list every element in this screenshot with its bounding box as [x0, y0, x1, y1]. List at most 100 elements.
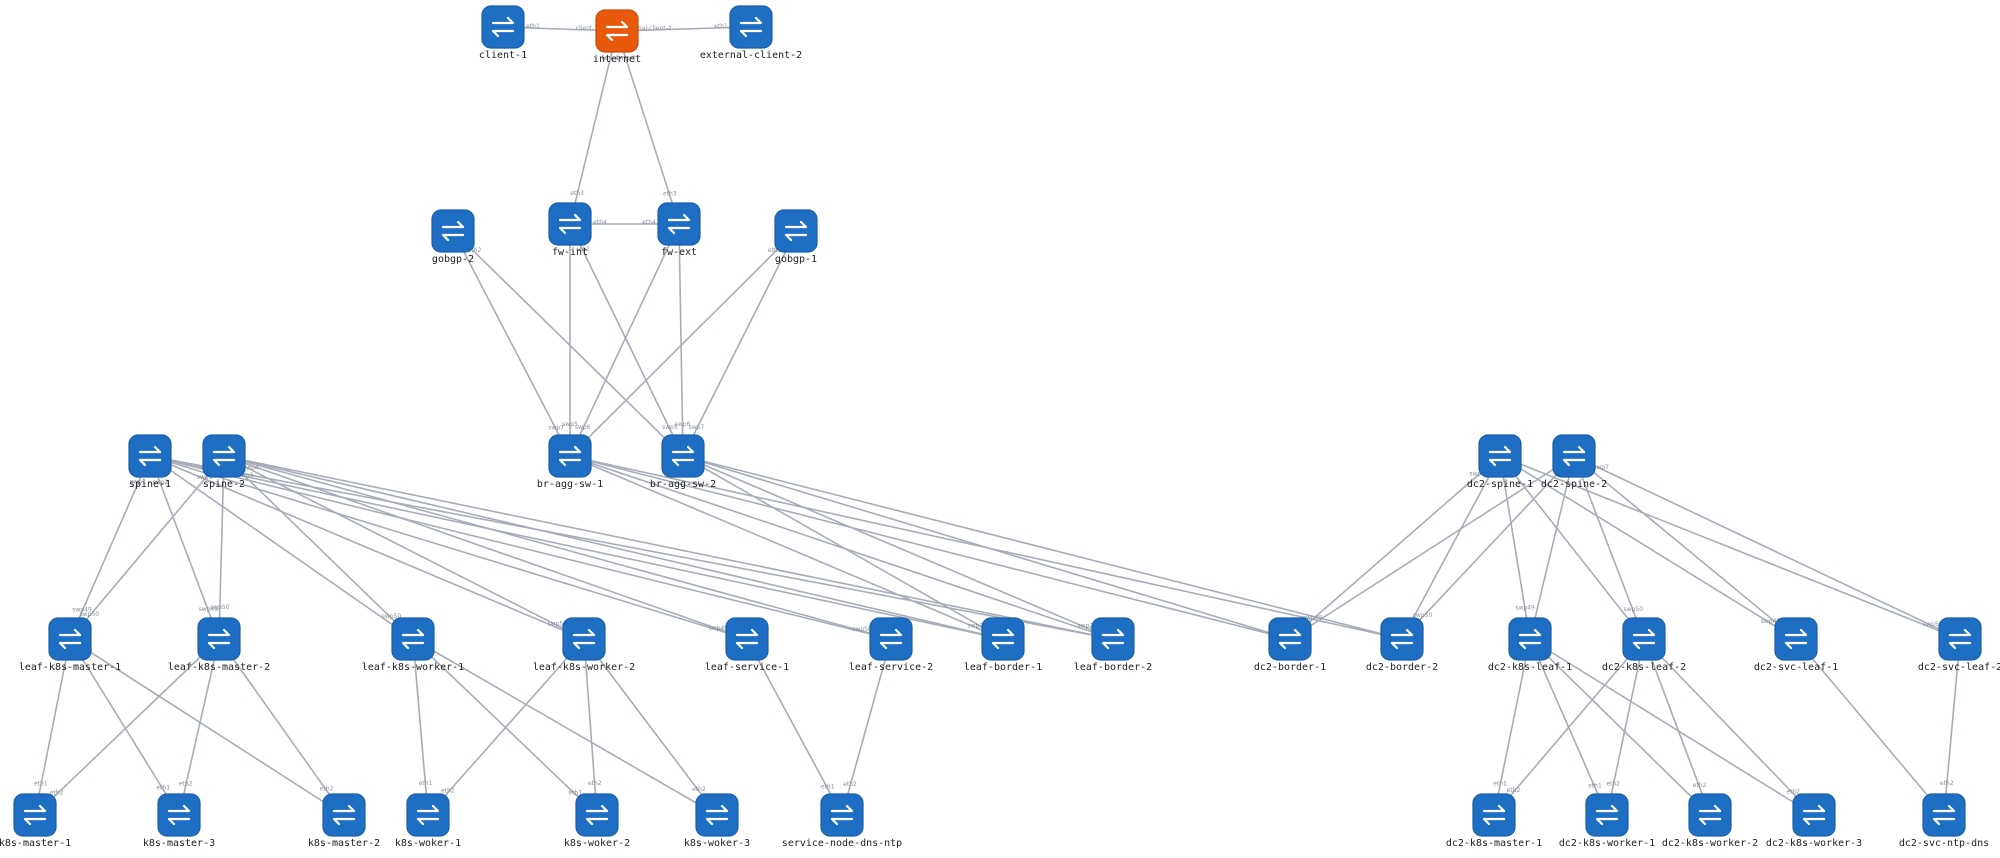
- node-leaf-border-2[interactable]: leaf-border-2: [1074, 617, 1152, 673]
- node-box[interactable]: [406, 793, 450, 837]
- node-leaf-service-1[interactable]: leaf-service-1: [705, 617, 789, 673]
- node-box[interactable]: [1922, 793, 1966, 837]
- node-service-node-dns-ntp[interactable]: service-node-dns-ntp: [782, 793, 902, 849]
- port-label: eth1: [1493, 781, 1507, 788]
- node-box[interactable]: [1268, 617, 1312, 661]
- node-box[interactable]: [774, 209, 818, 253]
- node-box[interactable]: [431, 209, 475, 253]
- node-box[interactable]: [595, 9, 639, 53]
- node-leaf-k8s-worker-1[interactable]: leaf-k8s-worker-1: [362, 617, 464, 673]
- node-dc2-k8s-master-1[interactable]: dc2-k8s-master-1: [1446, 793, 1542, 849]
- node-k8s-woker-1[interactable]: k8s-woker-1: [395, 793, 461, 849]
- node-dc2-border-2[interactable]: dc2-border-2: [1366, 617, 1438, 673]
- node-box[interactable]: [1380, 617, 1424, 661]
- node-box[interactable]: [13, 793, 57, 837]
- node-dc2-k8s-worker-1[interactable]: dc2-k8s-worker-1: [1559, 793, 1655, 849]
- node-client-1[interactable]: client-1: [479, 5, 527, 61]
- link-spine-1-to-leaf-k8s-worker-1: [149, 455, 414, 640]
- node-box[interactable]: [548, 202, 592, 246]
- node-box[interactable]: [202, 434, 246, 478]
- link-fw-ext-to-br-agg-sw-1: [569, 223, 680, 457]
- port-label: swp6: [575, 424, 591, 431]
- node-box[interactable]: [1478, 434, 1522, 478]
- node-external-client-2[interactable]: external-client-2: [700, 5, 802, 61]
- switch-arrows-icon: [1278, 628, 1302, 650]
- node-box[interactable]: [562, 617, 606, 661]
- port-label: external-client-2: [622, 25, 671, 32]
- node-dc2-k8s-worker-2[interactable]: dc2-k8s-worker-2: [1662, 793, 1758, 849]
- node-box[interactable]: [981, 617, 1025, 661]
- node-k8s-woker-3[interactable]: k8s-woker-3: [684, 793, 750, 849]
- node-label: spine-2: [203, 479, 245, 490]
- node-dc2-k8s-worker-3[interactable]: dc2-k8s-worker-3: [1766, 793, 1862, 849]
- switch-arrows-icon: [23, 804, 47, 826]
- port-label: eth2: [1507, 787, 1521, 794]
- switch-arrows-icon: [1698, 804, 1722, 826]
- node-box[interactable]: [157, 793, 201, 837]
- node-leaf-k8s-worker-2[interactable]: leaf-k8s-worker-2: [533, 617, 635, 673]
- node-leaf-k8s-master-1[interactable]: leaf-k8s-master-1: [19, 617, 121, 673]
- node-box[interactable]: [725, 617, 769, 661]
- node-box[interactable]: [820, 793, 864, 837]
- node-fw-int[interactable]: fw-int: [548, 202, 592, 258]
- node-gobgp-1[interactable]: gobgp-1: [774, 209, 818, 265]
- port-label: swp50: [1413, 612, 1433, 619]
- node-label: dc2-spine-1: [1467, 479, 1533, 490]
- node-gobgp-2[interactable]: gobgp-2: [431, 209, 475, 265]
- node-box[interactable]: [1091, 617, 1135, 661]
- node-br-agg-sw-2[interactable]: br-agg-sw-2: [650, 434, 716, 490]
- node-dc2-k8s-leaf-1[interactable]: dc2-k8s-leaf-1: [1488, 617, 1572, 673]
- node-box[interactable]: [48, 617, 92, 661]
- node-box[interactable]: [575, 793, 619, 837]
- node-box[interactable]: [1792, 793, 1836, 837]
- link-dc2-spine-2-to-dc2-svc-leaf-2: [1573, 455, 1961, 640]
- node-dc2-svc-leaf-1[interactable]: dc2-svc-leaf-1: [1754, 617, 1838, 673]
- links-layer: [34, 26, 1961, 816]
- node-box[interactable]: [869, 617, 913, 661]
- node-dc2-border-1[interactable]: dc2-border-1: [1254, 617, 1326, 673]
- node-box[interactable]: [1622, 617, 1666, 661]
- node-box[interactable]: [322, 793, 366, 837]
- node-dc2-svc-ntp-dns[interactable]: dc2-svc-ntp-dns: [1899, 793, 1989, 849]
- node-box[interactable]: [1508, 617, 1552, 661]
- node-k8s-master-2[interactable]: k8s-master-2: [308, 793, 380, 849]
- node-box[interactable]: [1472, 793, 1516, 837]
- switch-arrows-icon: [1482, 804, 1506, 826]
- node-box[interactable]: [1552, 434, 1596, 478]
- node-spine-1[interactable]: spine-1: [128, 434, 172, 490]
- node-box[interactable]: [657, 202, 701, 246]
- node-box[interactable]: [661, 434, 705, 478]
- node-box[interactable]: [197, 617, 241, 661]
- node-box[interactable]: [1938, 617, 1982, 661]
- node-br-agg-sw-1[interactable]: br-agg-sw-1: [537, 434, 603, 490]
- node-spine-2[interactable]: spine-2: [202, 434, 246, 490]
- link-dc2-spine-2-to-dc2-border-1: [1289, 455, 1575, 640]
- node-box[interactable]: [695, 793, 739, 837]
- node-box[interactable]: [128, 434, 172, 478]
- node-box[interactable]: [1774, 617, 1818, 661]
- node-leaf-service-2[interactable]: leaf-service-2: [849, 617, 933, 673]
- node-box[interactable]: [548, 434, 592, 478]
- node-box[interactable]: [391, 617, 435, 661]
- node-k8s-master-1[interactable]: k8s-master-1: [0, 793, 71, 849]
- node-dc2-spine-1[interactable]: dc2-spine-1: [1467, 434, 1533, 490]
- node-box[interactable]: [729, 5, 773, 49]
- node-box[interactable]: [481, 5, 525, 49]
- node-k8s-woker-2[interactable]: k8s-woker-2: [564, 793, 630, 849]
- port-label: swp50: [382, 613, 402, 620]
- node-leaf-border-1[interactable]: leaf-border-1: [964, 617, 1042, 673]
- link-leaf-service-1-to-service-node-dns-ntp: [746, 638, 843, 816]
- node-label: k8s-woker-2: [564, 838, 630, 849]
- node-internet[interactable]: internet: [593, 9, 641, 65]
- node-leaf-k8s-master-2[interactable]: leaf-k8s-master-2: [168, 617, 270, 673]
- switch-arrows-icon: [1632, 628, 1656, 650]
- switch-arrows-icon: [332, 804, 356, 826]
- node-dc2-k8s-leaf-2[interactable]: dc2-k8s-leaf-2: [1602, 617, 1686, 673]
- node-box[interactable]: [1688, 793, 1732, 837]
- node-dc2-svc-leaf-2[interactable]: dc2-svc-leaf-2: [1918, 617, 2000, 673]
- node-fw-ext[interactable]: fw-ext: [657, 202, 701, 258]
- node-k8s-master-3[interactable]: k8s-master-3: [143, 793, 215, 849]
- node-dc2-spine-2[interactable]: dc2-spine-2: [1541, 434, 1607, 490]
- node-box[interactable]: [1585, 793, 1629, 837]
